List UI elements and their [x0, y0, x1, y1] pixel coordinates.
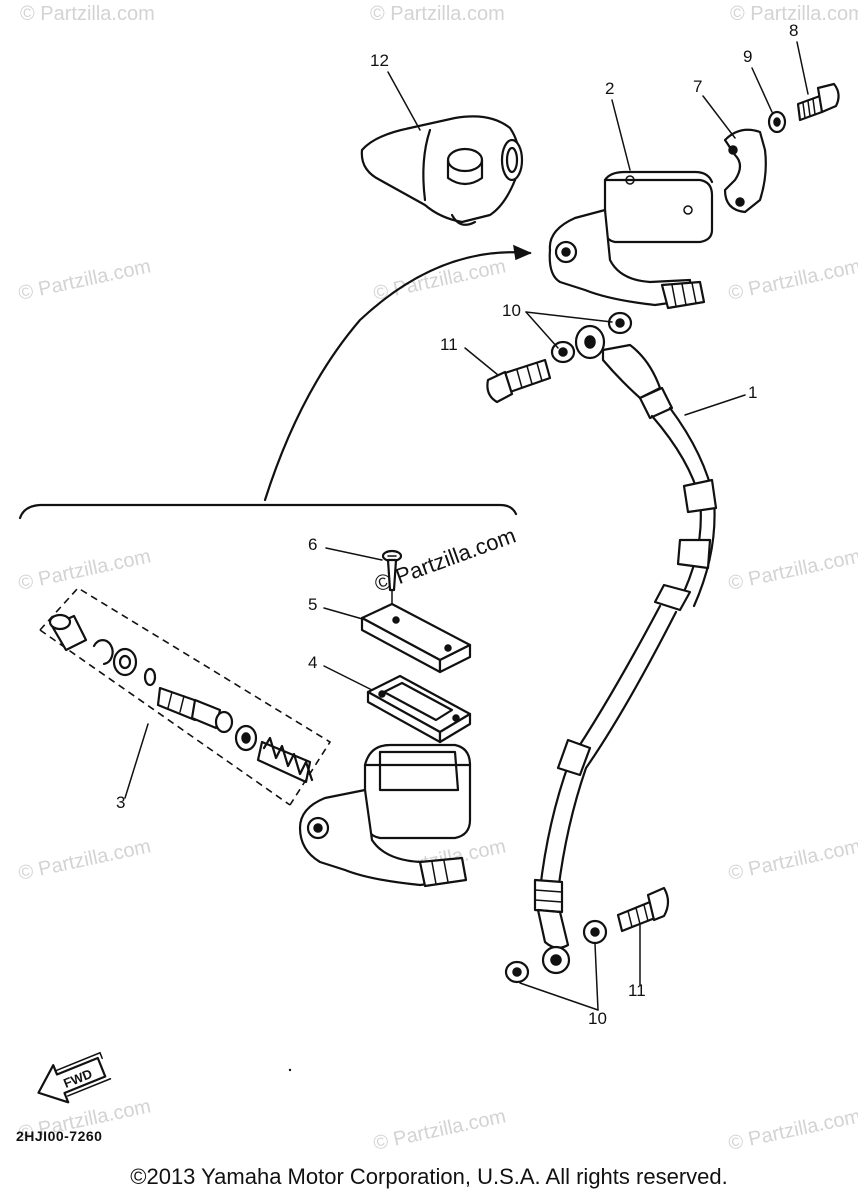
watermark: © Partzilla.com	[16, 255, 152, 305]
callout-7: 7	[693, 77, 702, 96]
part-8-bolt	[796, 82, 840, 122]
leader-lines	[124, 41, 809, 1011]
watermark: © Partzilla.com	[370, 3, 505, 25]
diagram-code: 2HJI00-7260	[16, 1128, 103, 1144]
watermark: © Partzilla.com	[726, 545, 858, 595]
callout-2: 2	[605, 79, 614, 98]
part-3-piston-kit	[39, 586, 332, 806]
callout-12: 12	[370, 51, 389, 70]
watermark: © Partzilla.com	[16, 545, 152, 595]
watermark: © Partzilla.com	[726, 255, 858, 305]
watermark: © Partzilla.com	[726, 1105, 858, 1155]
watermark: © Partzilla.com	[730, 3, 858, 25]
watermark: © Partzilla.com	[16, 835, 152, 885]
callout-11-lower: 11	[628, 981, 646, 1000]
watermark: © Partzilla.com	[726, 835, 858, 885]
part-4-diaphragm	[366, 674, 472, 744]
part-12-cover	[360, 115, 524, 226]
watermark: © Partzilla.com	[20, 3, 155, 25]
callout-5: 5	[308, 595, 317, 614]
callout-11-upper: 11	[440, 335, 458, 354]
fwd-arrow: FWD	[37, 1051, 112, 1104]
part-1-brake-hose	[533, 324, 718, 975]
watermark: © Partzilla.com	[371, 1105, 507, 1155]
callout-4: 4	[308, 653, 317, 672]
part-6-screw	[381, 549, 403, 613]
callout-8: 8	[789, 21, 798, 40]
part-2-master-cylinder	[548, 170, 714, 310]
callout-6: 6	[308, 535, 317, 554]
exploded-view-leader	[18, 244, 532, 520]
callout-9: 9	[743, 47, 752, 66]
part-7-clamp	[723, 128, 767, 214]
callout-3: 3	[116, 793, 125, 812]
watermark: © Partzilla.com	[371, 255, 507, 305]
part-10-lower-washers	[504, 919, 608, 984]
part-5-cap	[360, 602, 472, 674]
callouts: 12 2 7 9 8 10 11 1 6 5 4 3 11 10	[116, 21, 798, 1028]
callout-10-lower: 10	[588, 1009, 607, 1028]
copyright-notice: ©2013 Yamaha Motor Corporation, U.S.A. A…	[130, 1164, 728, 1189]
part-11-upper-bolt	[486, 358, 552, 404]
callout-1: 1	[748, 383, 757, 402]
part-11-lower-bolt	[616, 886, 670, 933]
exploded-master-cylinder-body	[298, 743, 472, 888]
part-9-washer	[767, 110, 787, 134]
callout-10-upper: 10	[502, 301, 521, 320]
